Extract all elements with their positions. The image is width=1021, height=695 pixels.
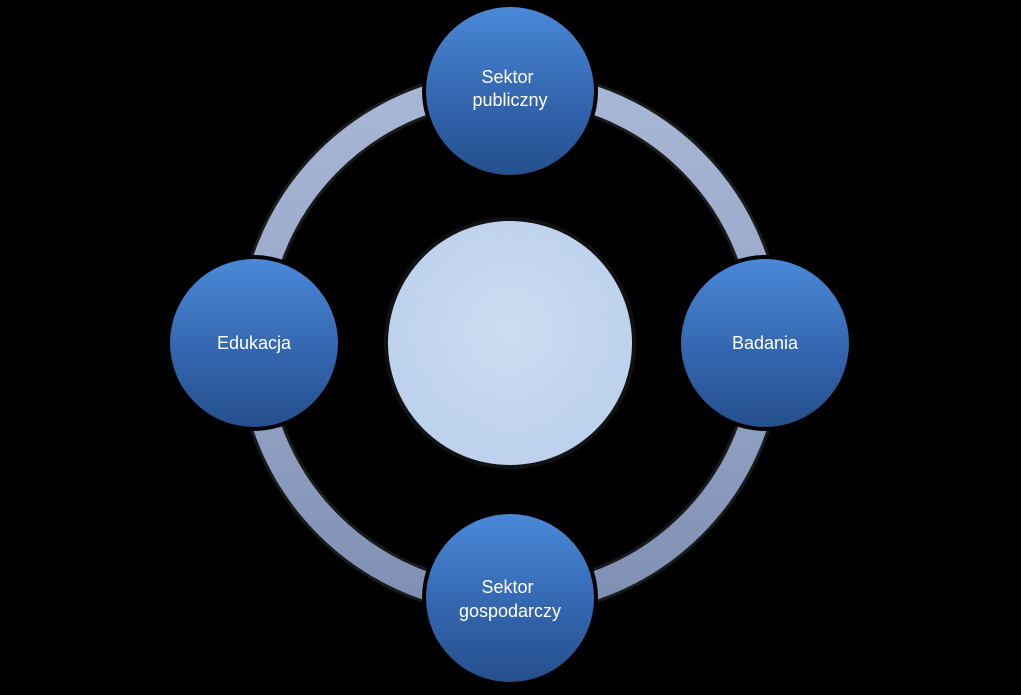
node-badania: Badania xyxy=(677,255,853,431)
node-label-line: gospodarczy xyxy=(459,601,561,621)
node-label-line: Sektor xyxy=(481,67,533,87)
node-sektor-gospodarczy: Sektor gospodarczy xyxy=(422,510,598,686)
node-label-line: Edukacja xyxy=(217,333,292,353)
node-label-line: publiczny xyxy=(472,90,547,110)
node-sektor-publiczny: Sektor publiczny xyxy=(422,3,598,179)
center-circle xyxy=(384,217,636,469)
svg-text:Sektor gospodarczy: Sektor gospodarczy xyxy=(459,577,561,621)
node-label-line: Sektor xyxy=(481,577,533,597)
svg-text:Sektor publiczny: Sektor publiczny xyxy=(472,67,547,110)
node-label-line: Badania xyxy=(732,333,799,353)
node-edukacja: Edukacja xyxy=(166,255,342,431)
